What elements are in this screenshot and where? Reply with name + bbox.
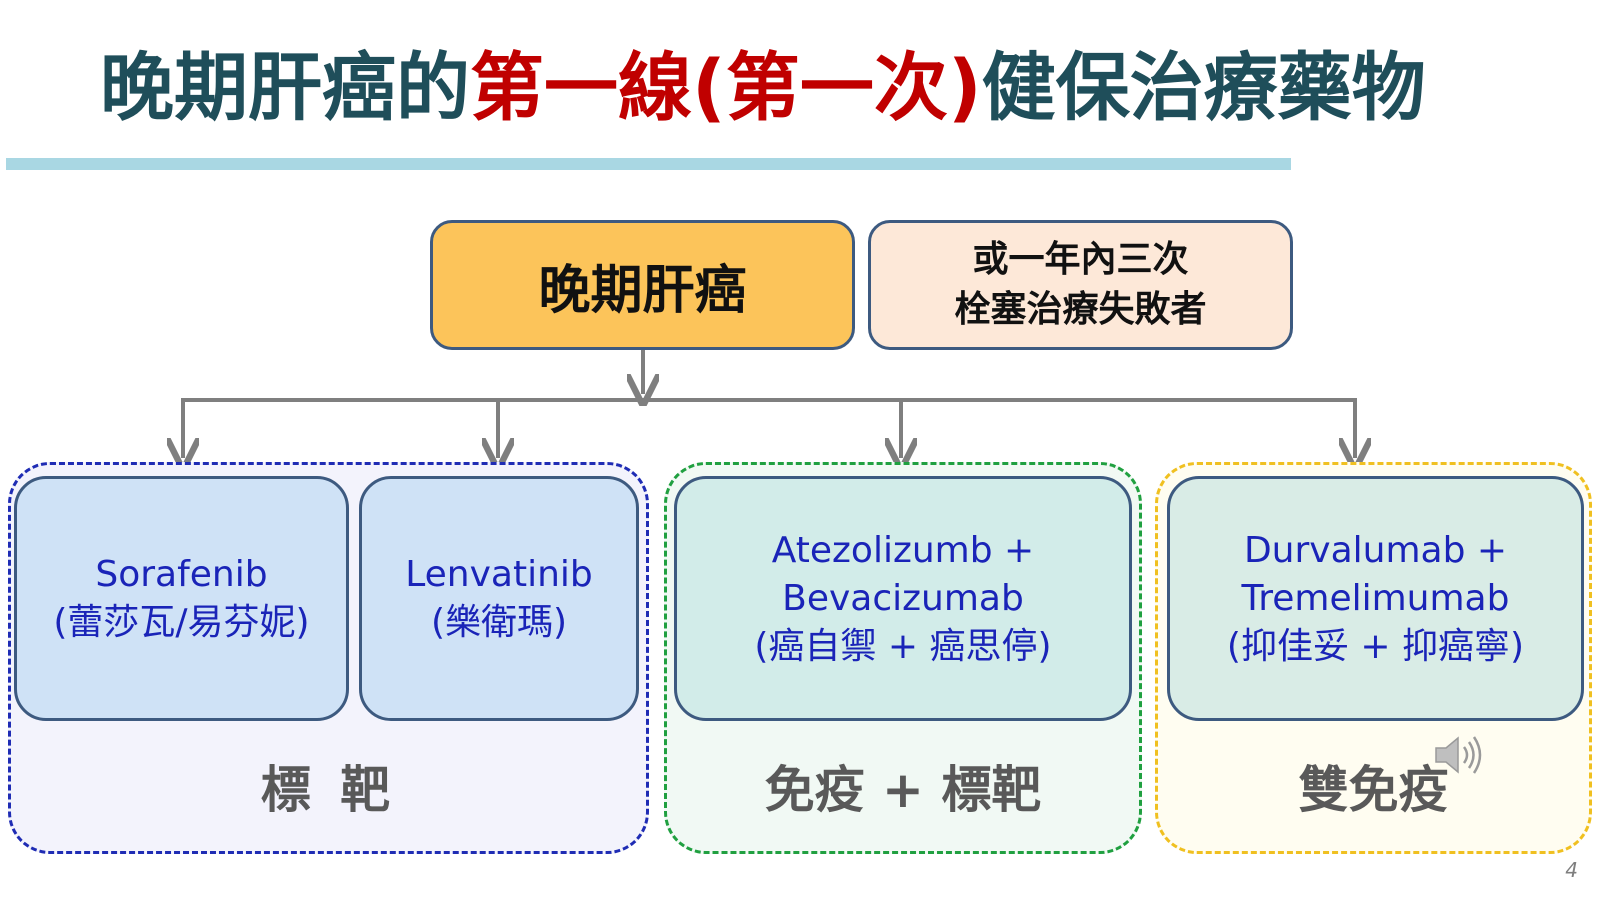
drug-box-atezolizumab-bevacizumab: Atezolizumb + Bevacizumab (癌自禦 + 癌思停): [674, 476, 1132, 721]
root-node-advanced-liver-cancer: 晚期肝癌: [430, 220, 855, 350]
condition-line1: 或一年內三次: [972, 239, 1189, 280]
condition-line2: 栓塞治療失敗者: [954, 289, 1207, 330]
drug-name: Bevacizumab: [782, 577, 1024, 619]
slide-title: 晚期肝癌的第一線(第一次)健保治療藥物: [100, 38, 1550, 138]
drug-brand: (樂衛瑪): [430, 601, 568, 643]
drug-box-lenvatinib: Lenvatinib (樂衛瑪): [359, 476, 639, 721]
group-label-targeted: 標 靶: [260, 761, 397, 819]
speaker-icon[interactable]: [1432, 732, 1488, 778]
group-label-dual-immuno: 雙免疫: [1298, 761, 1449, 819]
title-part2: 健保治療藥物: [981, 45, 1426, 131]
drug-name: Sorafenib: [95, 553, 268, 595]
drug-name: Lenvatinib: [405, 553, 593, 595]
drug-box-durvalumab-tremelimumab: Durvalumab + Tremelimumab (抑佳妥 + 抑癌寧): [1167, 476, 1584, 721]
title-underline: [6, 158, 1291, 170]
page-number: 4: [1565, 858, 1578, 882]
drug-name: Atezolizumb +: [771, 529, 1035, 571]
title-highlight: 第一線(第一次): [470, 45, 982, 131]
group-label-immuno-targeted: 免疫 + 標靶: [764, 761, 1042, 819]
drug-name: Tremelimumab: [1241, 577, 1510, 619]
drug-box-sorafenib: Sorafenib (蕾莎瓦/易芬妮): [14, 476, 349, 721]
drug-brand: (蕾莎瓦/易芬妮): [53, 601, 310, 643]
drug-name: Durvalumab +: [1243, 529, 1508, 571]
drug-brand: (癌自禦 + 癌思停): [754, 625, 1052, 667]
title-part1: 晚期肝癌的: [100, 45, 470, 131]
condition-node: 或一年內三次 栓塞治療失敗者: [868, 220, 1293, 350]
drug-brand: (抑佳妥 + 抑癌寧): [1226, 625, 1525, 667]
